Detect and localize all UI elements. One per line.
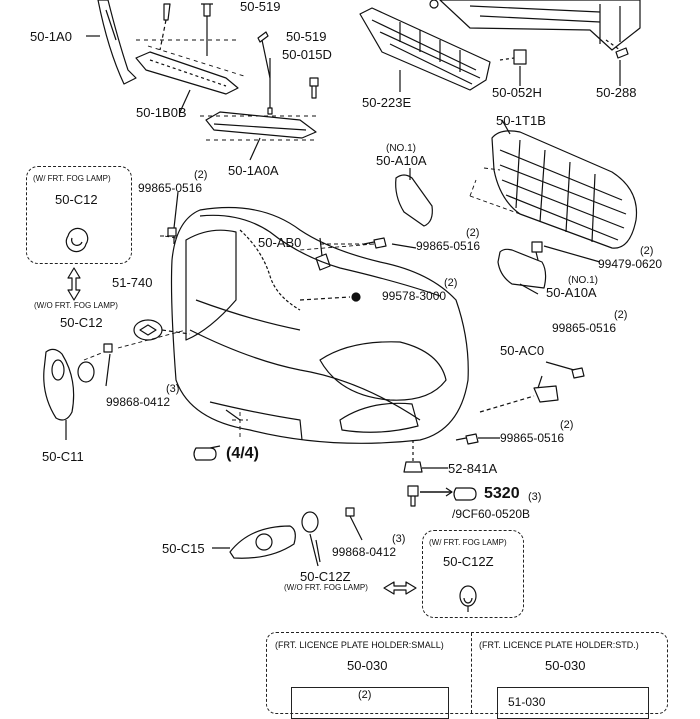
label-50-C12Z-b: 50-C12Z: [300, 569, 351, 584]
label-99865-0516-d: 99865-0516: [500, 431, 565, 445]
qty-99479: (2): [640, 245, 654, 257]
fog-lamp-ring-icon: [301, 511, 319, 533]
bolt-icon: [455, 433, 479, 445]
part-50-A10A-lower: [497, 248, 547, 289]
hand-pointer-icon: [453, 487, 477, 501]
label-wo-fog-lamp-2: (W/O FRT. FOG LAMP): [284, 583, 368, 592]
bolt-icon: [363, 237, 387, 249]
plate-holder-std: 51-030: [497, 687, 649, 719]
bolt-icon: [201, 3, 213, 17]
label-50-C11: 50-C11: [42, 449, 84, 464]
box-header: (W/ FRT. FOG LAMP): [429, 538, 507, 547]
part-50-AC0-bracket: [533, 385, 559, 403]
label-50-C12-b: 50-C12: [60, 315, 103, 330]
qty-99865-d: (2): [560, 419, 574, 431]
fog-lamp-ring-icon: [459, 585, 477, 607]
plate-holder-small: (2): [291, 687, 449, 719]
fog-lamp-ring-icon: [77, 361, 95, 383]
qty-99868-b: (3): [392, 533, 406, 545]
part-50-1A0A-bracket: [205, 111, 317, 139]
bolt-icon: [163, 3, 171, 21]
fog-lamp-box-c12: (W/ FRT. FOG LAMP) 50-C12: [26, 166, 132, 264]
label-50-1B0B: 50-1B0B: [136, 105, 187, 120]
part-50-030-std: 50-030: [545, 658, 586, 673]
bolt-icon: [167, 227, 177, 244]
bolt-icon: [345, 507, 355, 517]
qty-plate-small: (2): [358, 689, 372, 701]
label-99479-0620: 99479-0620: [598, 257, 663, 271]
nut-icon: [403, 461, 423, 473]
part-50-223E-absorber: [359, 7, 491, 91]
label-50-223E: 50-223E: [362, 95, 412, 110]
ref-4-4: (4/4): [226, 445, 259, 462]
qty-99578: (2): [444, 277, 458, 289]
ref-5320: 5320: [484, 485, 520, 502]
label-50-1A0: 50-1A0: [30, 29, 72, 44]
parts-diagram: [43, 0, 641, 612]
part-50-C15-bezel: [229, 525, 296, 559]
clip-icon: [513, 49, 527, 65]
qty-5320: (3): [528, 491, 542, 503]
double-arrow-icon: [67, 267, 81, 301]
qty-99865-c: (2): [614, 309, 628, 321]
label-52-841A: 52-841A: [448, 461, 498, 476]
fog-lamp-ring-icon: [65, 227, 89, 253]
qty-99865-a: (2): [194, 169, 208, 181]
licence-plate-holder-box: (FRT. LICENCE PLATE HOLDER:SMALL) 50-030…: [266, 632, 668, 719]
bolt-icon: [103, 343, 113, 353]
label-99868-0412-a: 99868-0412: [106, 395, 171, 409]
fog-lamp-box-c12z: (W/ FRT. FOG LAMP) 50-C12Z: [422, 530, 524, 618]
label-50-052H: 50-052H: [492, 85, 542, 100]
box-header: (W/ FRT. FOG LAMP): [33, 174, 111, 183]
label-50-AC0: 50-AC0: [500, 343, 545, 358]
header-plate-std: (FRT. LICENCE PLATE HOLDER:STD.): [479, 640, 639, 650]
label-50-1A0A: 50-1A0A: [228, 163, 279, 178]
box-part-50-C12Z: 50-C12Z: [443, 554, 494, 569]
label-51-740: 51-740: [112, 275, 153, 290]
label-no1-b: (NO.1): [568, 275, 598, 286]
label-99865-0516-a: 99865-0516: [138, 181, 203, 195]
bolt-icon: [531, 241, 543, 261]
bolt-icon: [309, 77, 319, 99]
part-51-030: 51-030: [508, 695, 546, 709]
double-arrow-icon: [383, 581, 417, 595]
part-50-1B0B-panel: [135, 51, 239, 95]
bolt-icon: [571, 367, 585, 379]
label-50-519-top: 50-519: [240, 0, 281, 14]
label-50-A10A-b: 50-A10A: [546, 285, 597, 300]
hand-pointer-icon: [193, 445, 221, 461]
part-50-C11-bezel: [43, 348, 75, 421]
label-99865-0516-b: 99865-0516: [416, 239, 481, 253]
part-50-A10A-upper: [395, 174, 433, 227]
part-reinforcement: [439, 0, 641, 51]
part-50-030-small: 50-030: [347, 658, 388, 673]
bolt-icon: [257, 31, 269, 43]
part-50-1A0-bracket: [97, 0, 137, 85]
qty-99868-a: (3): [166, 383, 180, 395]
label-50-AB0: 50-AB0: [258, 235, 302, 250]
part-bumper-main: [170, 206, 469, 444]
rivet-icon: [351, 292, 361, 302]
label-99868-0412-b: 99868-0412: [332, 545, 397, 559]
label-50-C15: 50-C15: [162, 541, 205, 556]
part-50-1T1B-grille: [491, 130, 638, 249]
label-wo-fog-lamp-1: (W/O FRT. FOG LAMP): [34, 301, 118, 310]
qty-99865-b: (2): [466, 227, 480, 239]
header-plate-small: (FRT. LICENCE PLATE HOLDER:SMALL): [275, 640, 444, 650]
label-50-288: 50-288: [596, 85, 637, 100]
label-50-519: 50-519: [286, 29, 327, 44]
emblem-icon: [133, 319, 163, 341]
label-99865-0516-c: 99865-0516: [552, 321, 617, 335]
label-50-A10A-a: 50-A10A: [376, 153, 427, 168]
label-99578-3000: 99578-3000: [382, 289, 447, 303]
label-50-015D: 50-015D: [282, 47, 332, 62]
label-no1-a: (NO.1): [386, 143, 416, 154]
box-part-50-C12: 50-C12: [55, 192, 98, 207]
ref-9CF60-0520B: /9CF60-0520B: [452, 507, 531, 521]
bolt-icon: [407, 485, 419, 507]
label-50-1T1B: 50-1T1B: [496, 113, 546, 128]
bolt-icon: [615, 47, 629, 59]
clip-icon: [315, 253, 331, 271]
